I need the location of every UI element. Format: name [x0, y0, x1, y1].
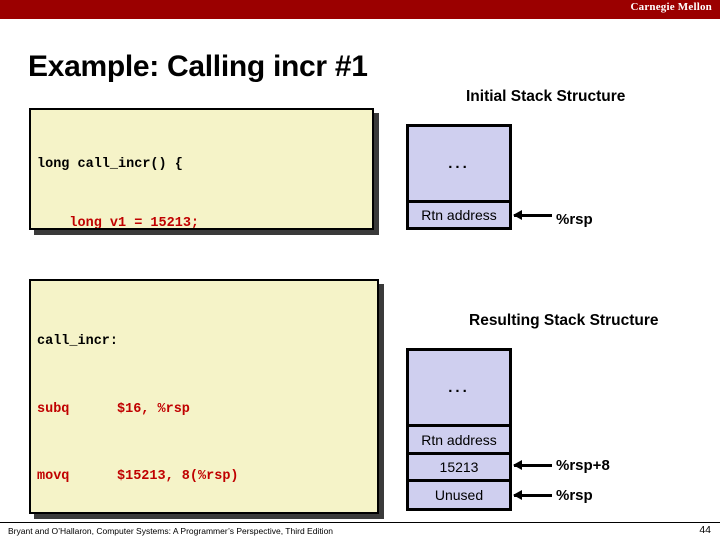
stack-cell-ellipsis: ...	[409, 127, 509, 200]
carnegie-mellon-banner: Carnegie Mellon	[0, 0, 720, 19]
assembly-mnemonic: movq	[37, 469, 70, 484]
carnegie-mellon-wordmark: Carnegie Mellon	[630, 1, 712, 13]
stack-cell-unused: Unused	[409, 479, 509, 508]
resulting-stack-heading: Resulting Stack Structure	[469, 312, 659, 329]
rsp-pointer-arrow-resulting	[513, 490, 552, 500]
stack-cell-rtn-address: Rtn address	[409, 424, 509, 452]
assembly-operands: $16, %rsp	[117, 401, 190, 417]
c-source-code-block: long call_incr() { long v1 = 15213; long…	[29, 108, 374, 230]
page-title: Example: Calling incr #1	[28, 50, 368, 83]
assembly-label: call_incr:	[37, 334, 119, 349]
assembly-code-block: call_incr: subq $16, %rsp movq $15213, 8(%…	[29, 279, 379, 514]
resulting-stack-diagram: ... Rtn address 15213 Unused	[406, 348, 512, 511]
slide-number: 44	[699, 524, 711, 536]
assembly-operands: $15213, 8(%rsp)	[117, 469, 239, 484]
footer-divider	[0, 522, 720, 523]
rsp-pointer-label-resulting: %rsp	[556, 487, 593, 504]
rsp-pointer-label-initial: %rsp	[556, 211, 593, 228]
assembly-mnemonic: subq	[37, 401, 70, 417]
stack-cell-value-15213: 15213	[409, 452, 509, 479]
rsp-plus-8-pointer-arrow	[513, 460, 552, 470]
rsp-plus-8-pointer-label: %rsp+8	[556, 457, 610, 474]
rsp-pointer-arrow-initial	[513, 210, 552, 220]
initial-stack-heading: Initial Stack Structure	[466, 88, 626, 105]
c-code-line-highlighted: long v1 = 15213;	[37, 215, 200, 230]
c-code-line: long call_incr() {	[37, 157, 183, 172]
stack-cell-rtn-address: Rtn address	[409, 200, 509, 227]
assembly-instruction-highlighted: subq $16, %rsp	[37, 399, 377, 422]
footer-citation: Bryant and O’Hallaron, Computer Systems:…	[8, 526, 334, 536]
assembly-instruction-highlighted: movq $15213, 8(%rsp)	[37, 466, 377, 489]
initial-stack-diagram: ... Rtn address	[406, 124, 512, 230]
stack-cell-ellipsis: ...	[409, 351, 509, 424]
